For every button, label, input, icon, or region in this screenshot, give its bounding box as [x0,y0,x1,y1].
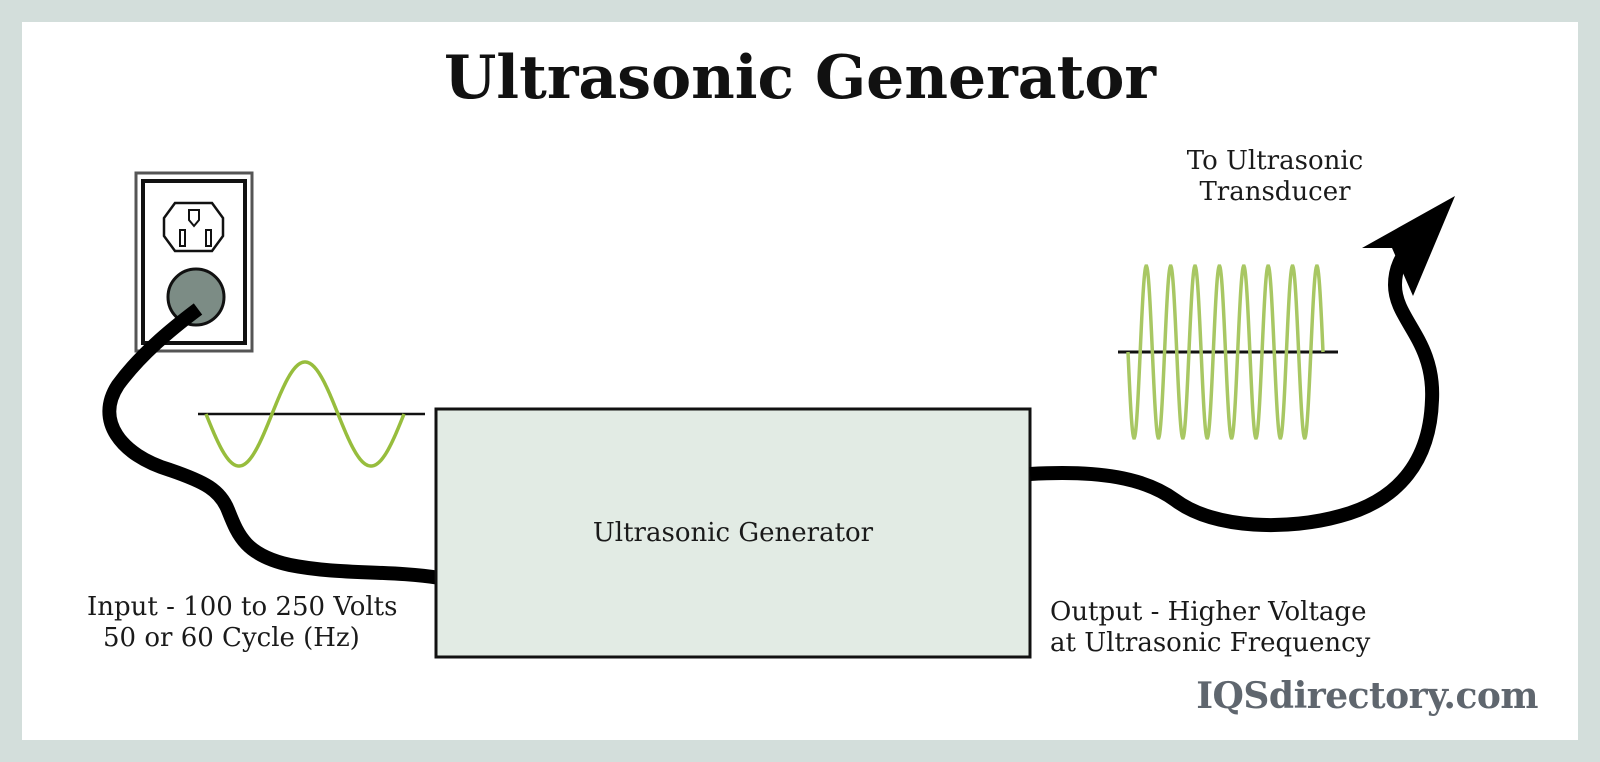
arrow-head-icon [1362,196,1455,296]
input-cable [102,303,442,585]
output-label-line1: Output - Higher Voltage [1050,597,1367,627]
input-label-line2: 50 or 60 Cycle (Hz) [103,623,360,654]
output-label: Output - Higher Voltage at Ultrasonic Fr… [1050,597,1370,659]
input-label-line1: Input - 100 to 250 Volts [87,592,398,622]
diagram-title: Ultrasonic Generator [443,43,1156,113]
plug-icon [166,267,226,327]
output-sine-wave [1126,264,1325,440]
brand-watermark: IQSdirectory.com [1196,675,1538,717]
transducer-label-line2: Transducer [1199,177,1351,208]
input-label: Input - 100 to 250 Volts 50 or 60 Cycle … [87,592,397,654]
generator-box [434,407,1032,659]
output-cable [1029,242,1440,533]
output-label-line2: at Ultrasonic Frequency [1050,628,1371,659]
generator-label: Ultrasonic Generator [592,518,874,548]
wall-outlet-icon [134,171,254,353]
transducer-label: To Ultrasonic Transducer [1175,146,1375,208]
transducer-label-line1: To Ultrasonic [1186,146,1364,176]
input-sine-wave [204,360,406,468]
